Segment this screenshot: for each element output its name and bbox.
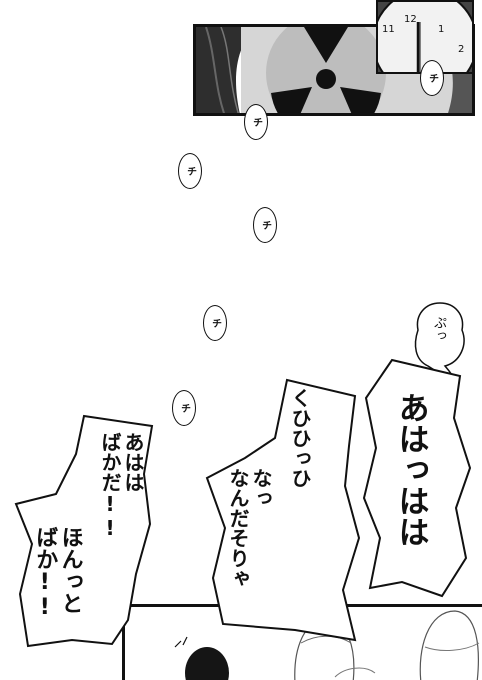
chi-bubble-5: チ — [203, 305, 227, 341]
nantte-text: なっ なんだそりゃ — [226, 468, 273, 588]
honntoni-baka-text: ほんっと ばか!! — [32, 526, 83, 620]
ahahha-bubble — [362, 358, 472, 598]
chi-bubble-2: チ — [244, 104, 268, 140]
kuhihhi-text: くひひっひ — [288, 388, 312, 488]
clock-number-2: 2 — [458, 44, 465, 55]
kuhihhi-bubble — [205, 378, 361, 642]
chi-bubble-4: チ — [253, 207, 277, 243]
chi-bubble-6: チ — [172, 390, 196, 426]
chi-bubble-3: チ — [178, 153, 202, 189]
ahaha-baka-text: あはは ばかだ!! — [98, 432, 145, 540]
putsu-sfx: ぷっ — [430, 316, 446, 342]
baka-bubble — [14, 414, 154, 648]
chi-bubble-1: チ — [420, 60, 444, 96]
clock-icon — [378, 2, 472, 72]
radiation-symbol-icon — [271, 27, 381, 113]
clock-number-12: 12 — [404, 14, 417, 25]
ahahha-text: あはっはは — [392, 392, 429, 547]
clock-number-11: 11 — [382, 24, 395, 35]
clock-number-1: 1 — [438, 24, 445, 35]
